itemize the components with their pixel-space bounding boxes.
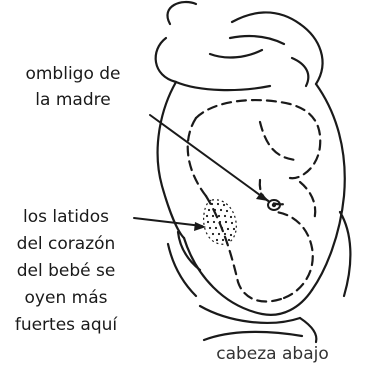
pointer-arrows	[133, 114, 265, 227]
heartbeat-label-line-5: fuertes aquí	[14, 315, 118, 335]
belly-outline	[156, 80, 352, 344]
heartbeat-arrowhead	[194, 222, 206, 231]
baby-outline	[186, 99, 322, 303]
navel-marker	[267, 199, 281, 211]
figure-caption: cabeza abajo	[216, 344, 329, 364]
heartbeat-label-line-2: del corazón	[16, 234, 116, 254]
heartbeat-pointer-line	[133, 217, 203, 227]
navel-label-line-2: la madre	[35, 90, 111, 110]
navel-label-line-1: ombligo de	[25, 64, 121, 84]
heartbeat-label-line-1: los latidos	[23, 207, 109, 227]
heartbeat-label-line-4: oyen más	[24, 288, 108, 308]
upper-body-outline	[154, 0, 324, 92]
heartbeat-area-dots	[205, 202, 236, 242]
heartbeat-area-outline	[203, 199, 237, 245]
navel-arrowhead	[256, 192, 268, 201]
heartbeat-label-line-3: del bebé se	[16, 261, 116, 281]
navel-pointer-line	[149, 114, 265, 199]
